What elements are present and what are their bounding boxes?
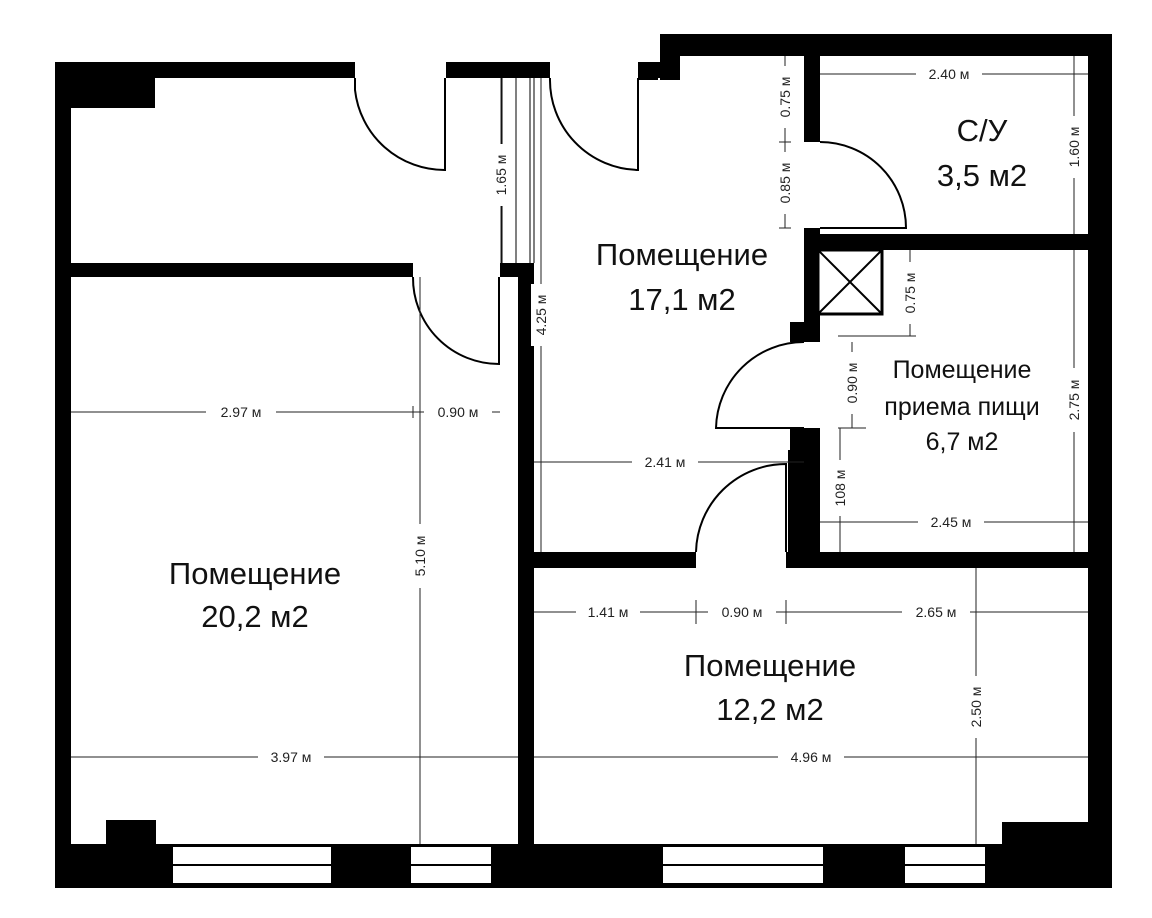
vent-shaft: [816, 248, 884, 316]
window-3: [661, 845, 825, 885]
room-dining-name2: приема пищи: [884, 393, 1039, 421]
dim-bath-door: 0.85 м: [777, 163, 793, 204]
room-hall: Помещение 17,1 м2: [596, 237, 768, 317]
room-bedroom-name: Помещение: [684, 648, 856, 683]
outer-wall-top-right: [660, 34, 1112, 56]
door-bath: [819, 141, 908, 229]
dim-bath-wall-upper: 0.75 м: [777, 77, 793, 118]
dim-bedroom-door: 0.90 м: [722, 604, 763, 620]
wall-corner-block: [55, 62, 155, 108]
wall-bath-bottom: [804, 234, 1112, 250]
window-2: [409, 845, 493, 885]
room-hall-area: 17,1 м2: [628, 282, 736, 317]
door-living: [411, 276, 500, 366]
room-dining-name: Помещение: [893, 356, 1032, 384]
wall-block-bottom-left: [106, 820, 156, 850]
wall-block-bottom-right: [1002, 822, 1090, 852]
wall-living-hall-cap: [500, 263, 534, 277]
wall-living-hall: [518, 263, 534, 844]
window-1: [171, 845, 333, 885]
dim-bedroom-width: 4.96 м: [791, 749, 832, 765]
wall-dining-left-jog2: [790, 428, 820, 450]
dim-living-door: 0.90 м: [438, 404, 479, 420]
dim-dining-upper: 0.75 м: [902, 273, 918, 314]
dim-bedroom-left: 1.41 м: [588, 604, 629, 620]
dim-dining-lower: 108 м: [832, 470, 848, 507]
room-bedroom: Помещение 12,2 м2: [684, 648, 856, 727]
dim-bedroom-right: 2.65 м: [916, 604, 957, 620]
room-labels: Помещение 20,2 м2 Помещение 17,1 м2 С/У …: [169, 113, 1040, 727]
room-bath-area: 3,5 м2: [937, 158, 1027, 193]
wall-hall-right-lower: [788, 450, 804, 568]
door-bedroom: [695, 462, 787, 553]
dim-bath-height: 1.60 м: [1066, 127, 1082, 168]
dim-entrance: 1.65 м: [493, 155, 509, 196]
outer-wall-top-middle: [446, 62, 550, 78]
dim-living-width: 3.97 м: [271, 749, 312, 765]
wall-dining-left-lower: [804, 428, 820, 568]
wall-notch-step: [638, 62, 658, 80]
room-bath: С/У 3,5 м2: [937, 113, 1027, 193]
dim-bath-width: 2.40 м: [929, 66, 970, 82]
room-dining: Помещение приема пищи 6,7 м2: [884, 356, 1039, 456]
wall-bedroom-top-left: [534, 552, 696, 568]
dim-hall-height: 4.25 м: [533, 295, 549, 336]
dim-dining-door: 0.90 м: [844, 363, 860, 404]
dim-living-height: 5.10 м: [412, 536, 428, 577]
wall-living-top: [55, 263, 413, 277]
wall-bedroom-top-right: [786, 552, 1112, 568]
door-dining: [714, 341, 805, 429]
door-hall-top: [548, 77, 639, 172]
room-hall-name: Помещение: [596, 237, 768, 272]
wall-dining-left-jog: [790, 322, 820, 342]
room-living-area: 20,2 м2: [201, 599, 309, 634]
dim-dining-width: 2.45 м: [931, 514, 972, 530]
room-bath-name: С/У: [957, 113, 1008, 148]
dim-bedroom-height: 2.50 м: [968, 687, 984, 728]
outer-wall-right: [1088, 34, 1112, 888]
room-living: Помещение 20,2 м2: [169, 556, 341, 634]
windows: [171, 845, 987, 885]
dim-hall-width: 2.41 м: [645, 454, 686, 470]
dimension-labels: 2.40 м 0.75 м 0.85 м 1.60 м 1.65 м 4.25 …: [206, 64, 1084, 767]
dim-living-upper-left: 2.97 м: [221, 404, 262, 420]
dim-dining-height: 2.75 м: [1066, 380, 1082, 421]
room-living-name: Помещение: [169, 556, 341, 591]
door-entrance: [354, 78, 446, 172]
room-dining-area: 6,7 м2: [926, 428, 999, 456]
outer-wall-left: [55, 62, 71, 888]
room-bedroom-area: 12,2 м2: [716, 692, 824, 727]
wall-bath-left-upper: [804, 34, 820, 142]
wall-dining-left-upper: [804, 234, 820, 342]
window-4: [903, 845, 987, 885]
